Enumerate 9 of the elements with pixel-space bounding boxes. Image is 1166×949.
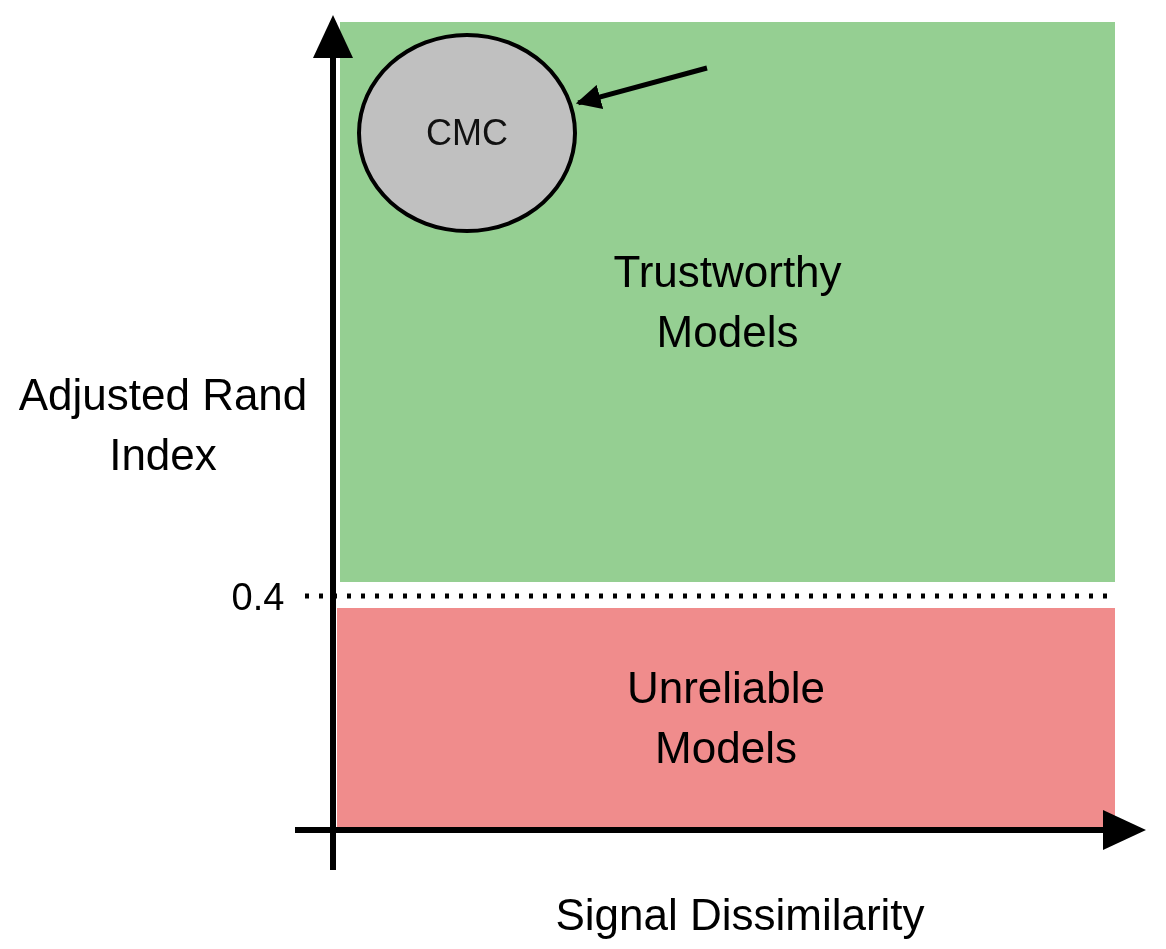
region-label: Trustworthy Models — [612, 246, 843, 358]
region-band — [337, 608, 1115, 828]
node-label: CMC — [426, 112, 508, 154]
axis-label: 0.4 — [230, 575, 286, 620]
axis-label: Adjusted Rand Index — [18, 369, 308, 481]
arrow — [575, 65, 708, 110]
region-band — [340, 22, 1115, 582]
axis-label: Signal Dissimilarity — [554, 889, 926, 941]
region-label: Unreliable Models — [625, 662, 827, 774]
